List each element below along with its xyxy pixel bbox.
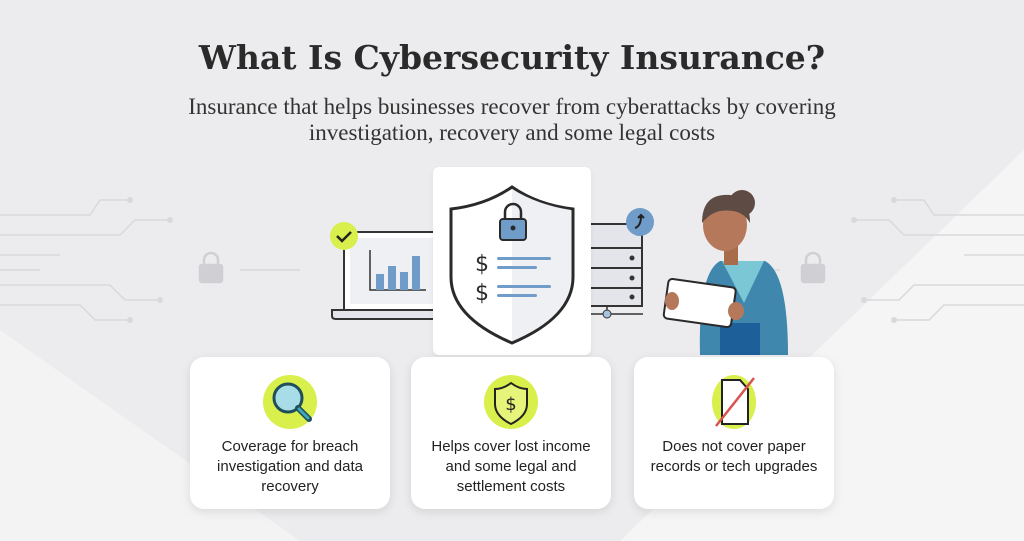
page-title: What Is Cybersecurity Insurance? bbox=[198, 38, 826, 77]
feature-card-text: Helps cover lost income and some legal a… bbox=[431, 438, 591, 495]
feature-card-text: Does not cover paper records or tech upg… bbox=[650, 438, 818, 475]
svg-text:$: $ bbox=[475, 252, 489, 277]
woman-with-tablet-illustration bbox=[662, 190, 788, 355]
shield-policy-card: $ $ bbox=[433, 167, 591, 355]
page-subtitle: Insurance that helps businesses recover … bbox=[188, 94, 836, 145]
faint-lock-icon-left bbox=[198, 251, 224, 284]
feature-card-text: Coverage for breach investigation and da… bbox=[217, 438, 363, 495]
magnifier-icon bbox=[263, 375, 317, 429]
server-illustration bbox=[589, 208, 654, 319]
lock-icon bbox=[499, 202, 527, 241]
sync-arrow-icon bbox=[626, 208, 654, 236]
shield-lock-policy-icon: $ $ bbox=[449, 185, 575, 345]
svg-text:$: $ bbox=[505, 394, 516, 415]
laptop-chart-illustration bbox=[330, 222, 441, 320]
faint-lock-icon-right bbox=[800, 251, 826, 284]
shield-dollar-icon: $ bbox=[484, 375, 538, 429]
feature-card-breach-coverage: Coverage for breach investigation and da… bbox=[190, 357, 390, 509]
feature-card-exclusions: Does not cover paper records or tech upg… bbox=[634, 357, 834, 509]
svg-text:$: $ bbox=[475, 281, 489, 306]
crossed-document-icon bbox=[712, 375, 756, 429]
feature-card-lost-income: $ Helps cover lost income and some legal… bbox=[411, 357, 611, 509]
check-badge-icon bbox=[330, 222, 358, 250]
